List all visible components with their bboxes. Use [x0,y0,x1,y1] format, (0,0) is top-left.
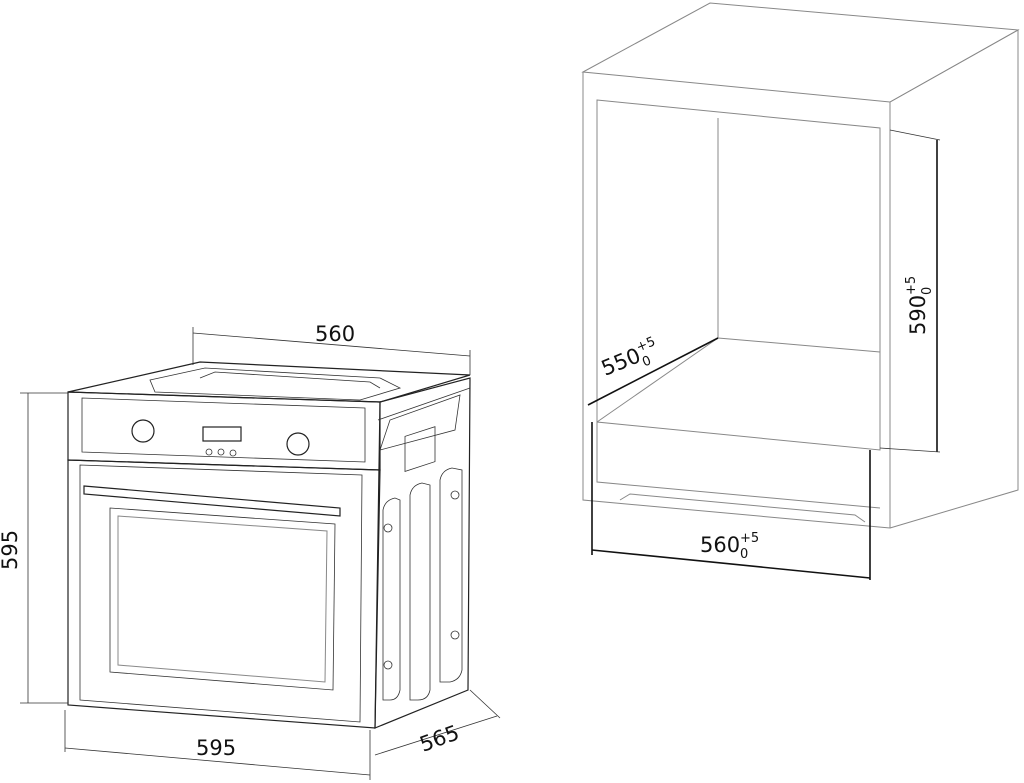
cabinet-height-label: 590 +5 0 [904,276,935,335]
cabinet-drawing [581,2,1020,529]
oven-width-label: 560 [315,322,355,346]
knob-right [286,432,310,456]
svg-text:0: 0 [640,353,653,370]
svg-text:+5: +5 [634,334,657,355]
knob-left [131,419,155,443]
cabinet-dimensions [587,129,941,580]
cabinet-width-label: 560 +5 0 [700,531,759,562]
oven-depth-label: 565 [417,720,463,756]
svg-text:590: 590 [906,295,930,335]
svg-text:560: 560 [700,533,740,557]
oven-dimensions [20,327,501,780]
oven-height-label: 595 [0,530,22,570]
svg-text:+5: +5 [904,276,919,295]
oven-drawing [67,361,471,729]
svg-text:+5: +5 [740,531,759,546]
cabinet-depth-label: 550 +5 0 [598,334,658,380]
svg-text:0: 0 [920,287,935,295]
display [202,426,242,442]
oven-front-width-label: 595 [196,736,236,760]
svg-text:0: 0 [740,547,748,562]
